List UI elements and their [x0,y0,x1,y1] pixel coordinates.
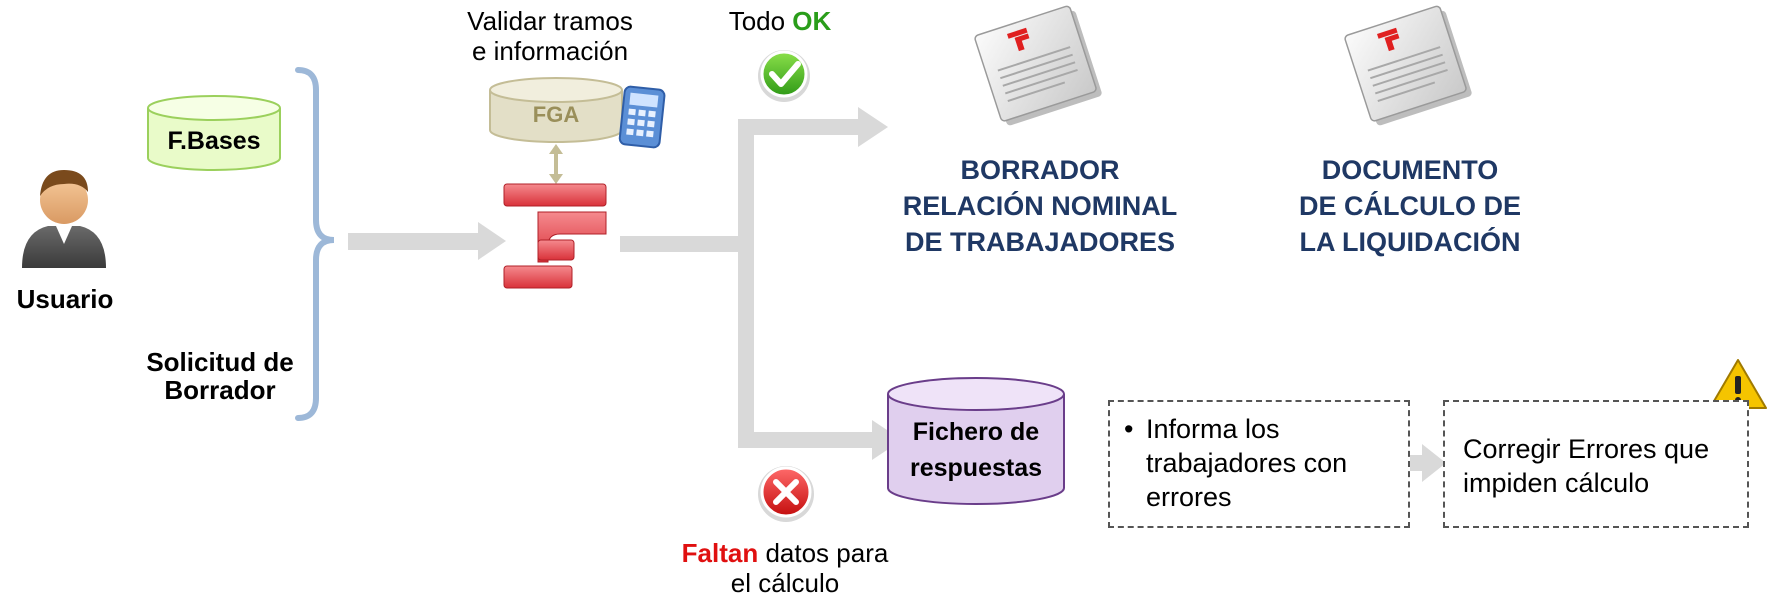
fix-errors-box: Corregir Errores que impiden cálculo [1443,400,1749,528]
document-icon-borrador [974,5,1102,126]
error-status-line2: el cálculo [730,568,840,598]
validate-label: Validar tramos e información [450,6,650,66]
request-label-line2: Borrador [164,375,276,405]
ok-status-prefix: Todo [728,6,793,36]
fbases-database [147,95,281,171]
doc2-title-line3: LA LIQUIDACIÓN [1299,227,1521,257]
responses-file-database [887,377,1065,505]
calculator-icon [618,85,666,149]
error-x-icon [758,466,814,522]
doc1-title-line3: DE TRABAJADORES [904,227,1176,257]
fga-database [489,77,623,143]
document-icon-calculo [1344,5,1472,126]
inform-text-line1: Informa los [1146,414,1280,444]
fbases-label: F.Bases [167,127,261,155]
arrow-request-to-system [348,222,506,260]
user-icon [22,170,106,268]
fbases-label-wrap: F.Bases [148,126,280,166]
error-status-faltan: Faltan [681,538,759,568]
branch-connector [620,107,902,460]
doc1-title-line1: BORRADOR [960,155,1120,185]
inform-bullet: • [1124,414,1134,444]
validate-label-line2: e información [471,36,629,66]
responses-label: Fichero de respuestas [888,414,1064,486]
responses-label-line2: respuestas [909,454,1043,482]
doc2-title: DOCUMENTO DE CÁLCULO DE LA LIQUIDACIÓN [1260,152,1560,260]
inform-text: Informa los trabajadores con errores [1146,412,1347,514]
fix-errors-line2: impiden cálculo [1463,468,1650,498]
fga-label: FGA [532,102,580,127]
error-status-label: Faltan datos para el cálculo [660,538,910,598]
validate-label-line1: Validar tramos [467,6,633,36]
doc1-title: BORRADOR RELACIÓN NOMINAL DE TRABAJADORE… [880,152,1200,260]
fix-errors-text: Corregir Errores que impiden cálculo [1463,432,1709,500]
request-label: Solicitud de Borrador [130,348,310,404]
inform-text-line3: errores [1146,482,1232,512]
doc1-title-line2: RELACIÓN NOMINAL [902,191,1178,221]
inform-text-line2: trabajadores con [1146,448,1348,478]
ok-status-label: Todo OK [700,6,860,36]
inform-box: • Informa los trabajadores con errores [1108,400,1410,528]
user-label: Usuario [16,284,114,314]
error-status-rest: datos para [758,538,889,568]
ok-status-ok: OK [792,6,832,36]
request-label-line1: Solicitud de [146,347,294,377]
system-logo [503,183,607,289]
responses-label-line1: Fichero de [912,418,1040,446]
doc2-title-line1: DOCUMENTO [1321,155,1499,185]
fga-link-arrow [549,144,563,184]
request-bracket [295,67,335,421]
doc2-title-line2: DE CÁLCULO DE [1299,191,1521,221]
ok-check-icon [758,50,810,102]
fix-errors-line1: Corregir Errores que [1463,434,1710,464]
